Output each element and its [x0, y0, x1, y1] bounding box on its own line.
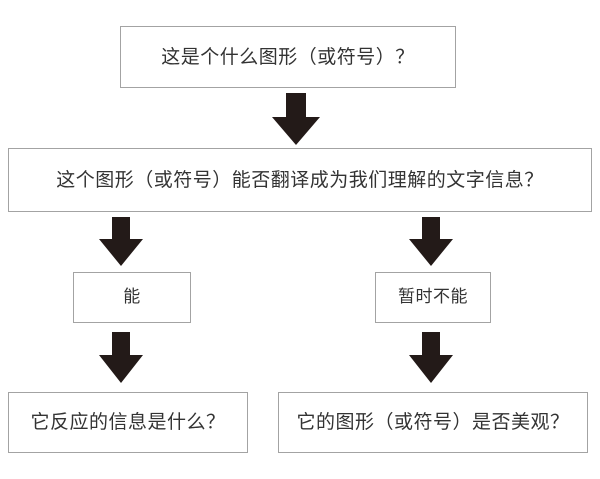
arrow-down-translatable-to-yes — [96, 216, 146, 268]
arrow-down-no-to-aesthetic — [406, 331, 456, 385]
flowchart-node-info: 它反应的信息是什么？ — [8, 392, 248, 453]
flowchart-node-question: 这是个什么图形（或符号）？ — [120, 26, 456, 88]
arrow-down-yes-to-info — [96, 331, 146, 385]
node-label-info: 它反应的信息是什么？ — [30, 411, 226, 433]
flowchart-node-yes: 能 — [73, 272, 191, 323]
flowchart-node-no: 暂时不能 — [375, 272, 491, 323]
node-label-no: 暂时不能 — [398, 287, 468, 307]
flowchart-node-translatable: 这个图形（或符号）能否翻译成为我们理解的文字信息？ — [8, 148, 592, 212]
arrow-down-translatable-to-no — [406, 216, 456, 268]
arrow-down-question-to-translatable — [268, 91, 324, 147]
node-label-yes: 能 — [123, 287, 141, 307]
node-label-translatable: 这个图形（或符号）能否翻译成为我们理解的文字信息？ — [56, 168, 544, 191]
node-label-aesthetic: 它的图形（或符号）是否美观？ — [296, 411, 570, 433]
node-label-question: 这是个什么图形（或符号）？ — [161, 45, 415, 68]
flowchart-node-aesthetic: 它的图形（或符号）是否美观？ — [278, 392, 588, 453]
